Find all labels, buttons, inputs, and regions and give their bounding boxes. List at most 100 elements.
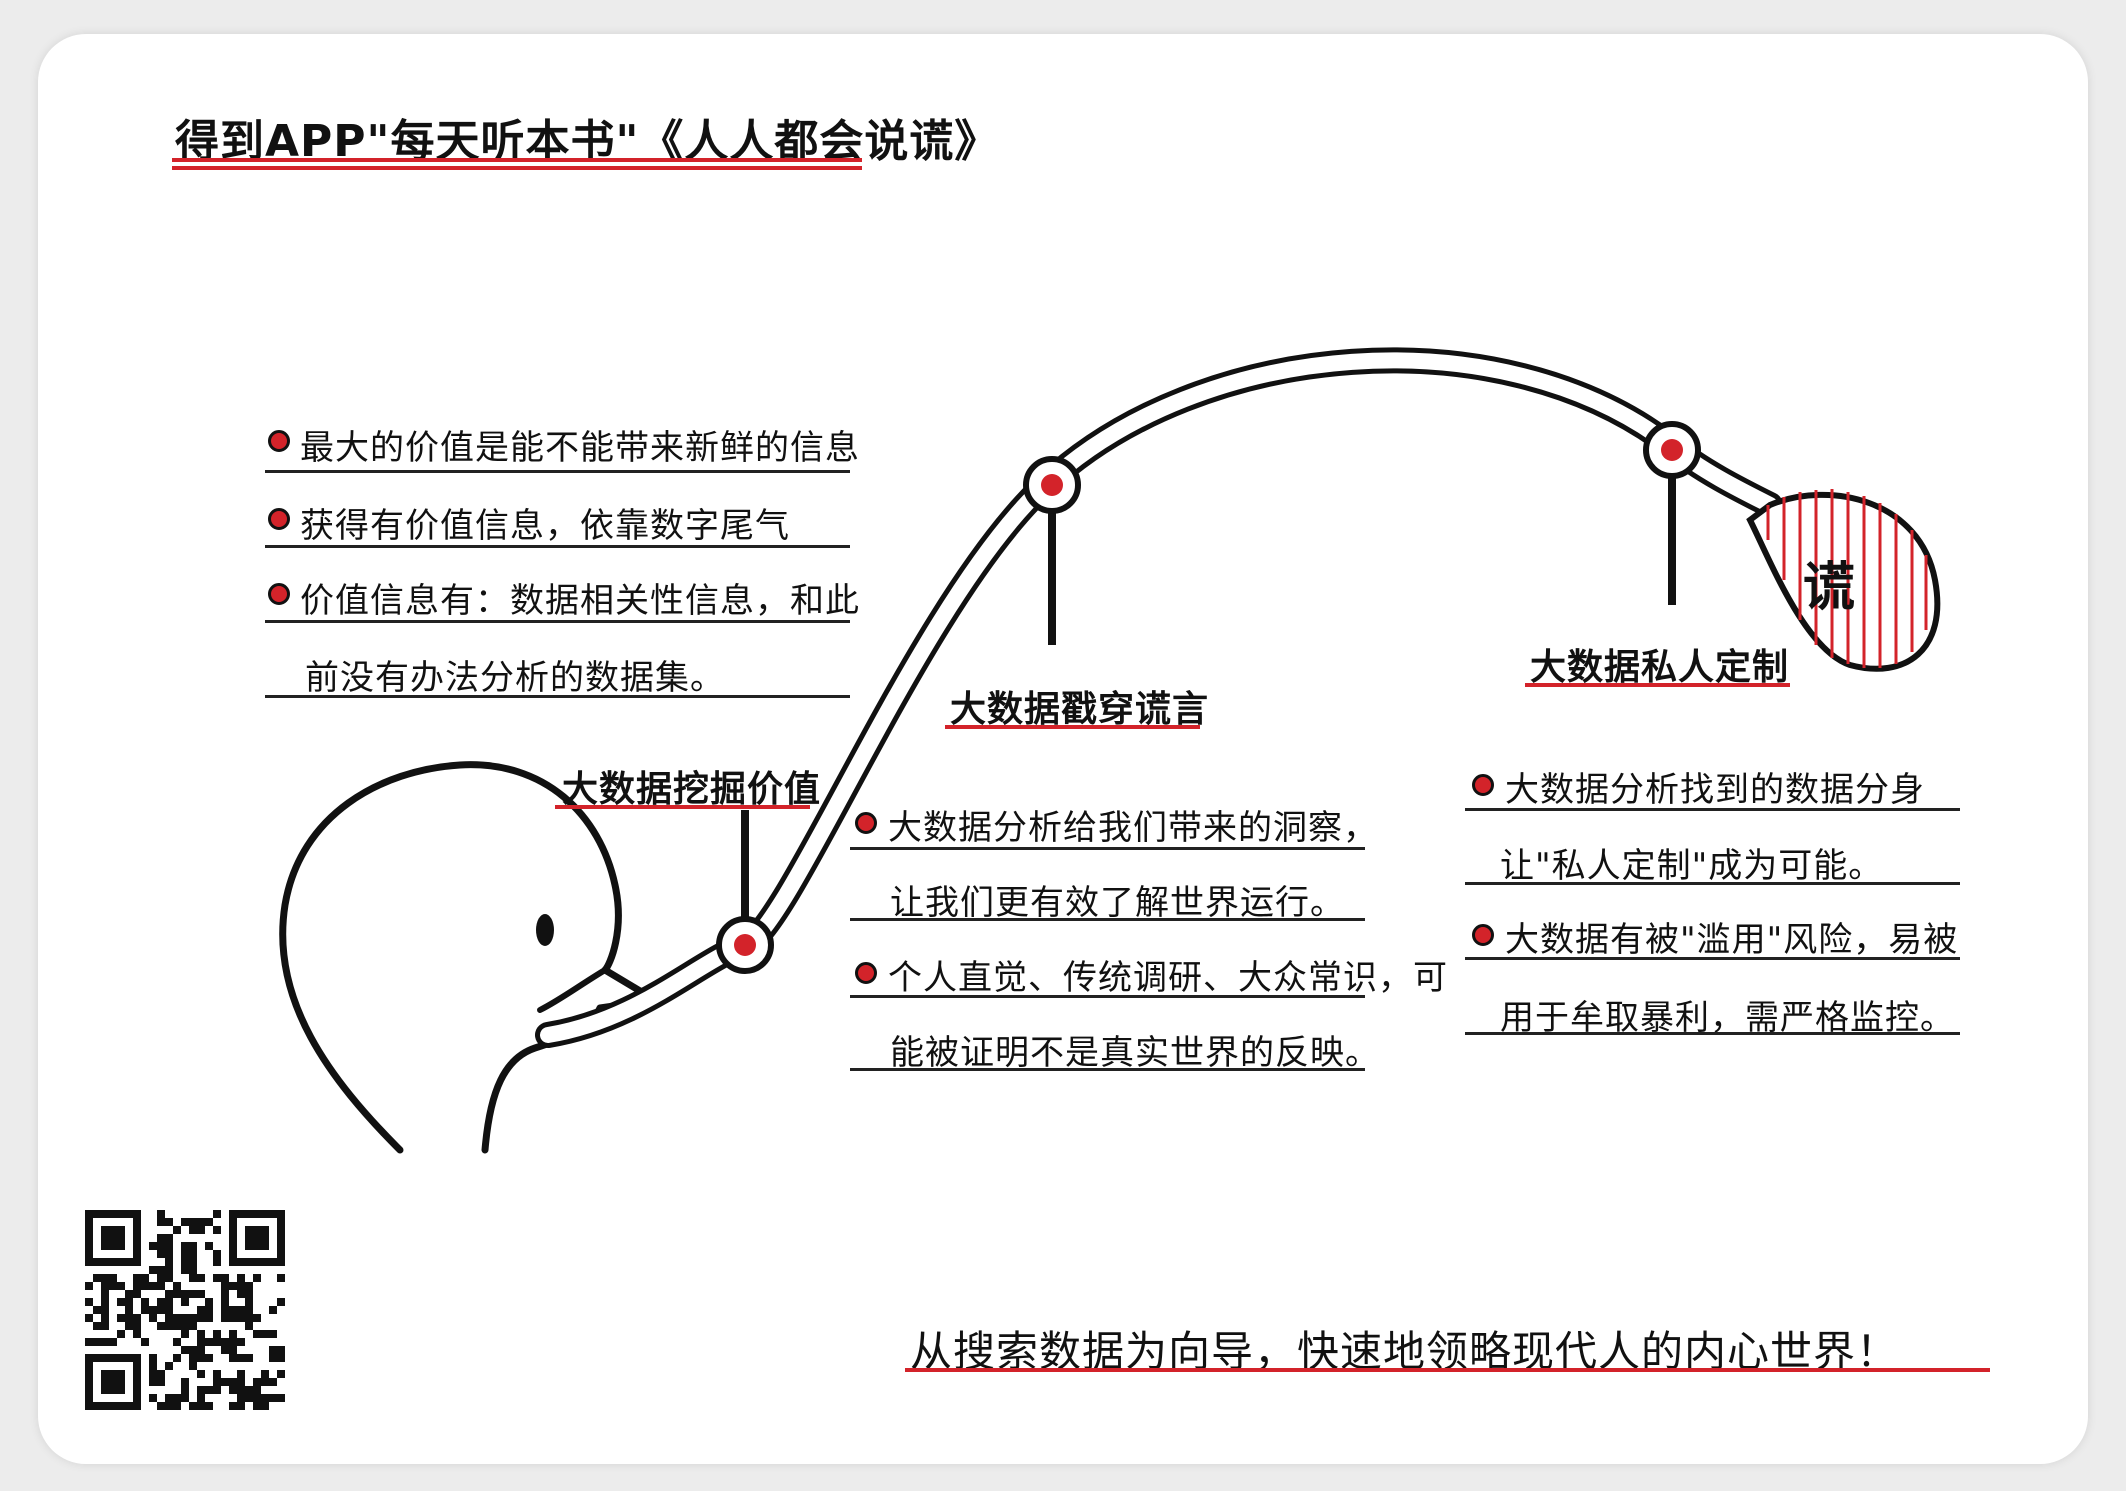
qr-module: [101, 1282, 109, 1290]
qr-module: [109, 1274, 117, 1282]
qr-module: [229, 1378, 237, 1386]
qr-module: [165, 1274, 173, 1282]
qr-module: [117, 1314, 125, 1322]
qr-module: [181, 1394, 189, 1402]
qr-module: [117, 1298, 125, 1306]
qr-module: [165, 1402, 173, 1410]
qr-module: [261, 1394, 269, 1402]
qr-module: [205, 1314, 213, 1322]
qr-module: [149, 1362, 157, 1370]
qr-module: [141, 1274, 149, 1282]
qr-module: [125, 1298, 133, 1306]
qr-module: [277, 1274, 285, 1282]
qr-module: [157, 1306, 165, 1314]
qr-module: [181, 1290, 189, 1298]
qr-module: [93, 1322, 101, 1330]
qr-module: [165, 1306, 173, 1314]
qr-module: [109, 1282, 117, 1290]
qr-module: [165, 1242, 173, 1250]
qr-module: [213, 1370, 221, 1378]
qr-module: [101, 1338, 109, 1346]
person-eye: [536, 914, 554, 946]
qr-module: [173, 1394, 181, 1402]
qr-module: [157, 1298, 165, 1306]
qr-module: [197, 1402, 205, 1410]
slogan-underline: [905, 1368, 1990, 1372]
right-note-rule-3: [1465, 957, 1960, 960]
middle-note-rule-4: [850, 1068, 1365, 1071]
qr-module: [133, 1322, 141, 1330]
left-note-rule-1: [265, 470, 850, 473]
qr-module: [101, 1290, 109, 1298]
qr-module: [173, 1226, 181, 1234]
qr-module: [253, 1394, 261, 1402]
qr-module: [133, 1290, 141, 1298]
right-note-4: 用于牟取暴利，需严格监控。: [1500, 998, 1955, 1038]
qr-module: [85, 1314, 93, 1322]
title-underline-2: [172, 166, 862, 170]
middle-note-1: 大数据分析给我们带来的洞察，: [888, 808, 1378, 848]
qr-module: [157, 1210, 165, 1218]
qr-module: [165, 1218, 173, 1226]
qr-module: [181, 1314, 189, 1322]
qr-module: [149, 1266, 157, 1274]
qr-module: [237, 1282, 245, 1290]
qr-module: [229, 1354, 237, 1362]
qr-module: [85, 1338, 93, 1346]
right-note-rule-2: [1465, 882, 1960, 885]
left-note-rule-3: [265, 620, 850, 623]
qr-module: [181, 1242, 189, 1250]
qr-module: [189, 1250, 197, 1258]
qr-module: [229, 1338, 237, 1346]
qr-module: [189, 1266, 197, 1274]
qr-module: [245, 1306, 253, 1314]
qr-module: [125, 1322, 133, 1330]
qr-module: [221, 1314, 229, 1322]
qr-module: [205, 1218, 213, 1226]
qr-module: [237, 1386, 245, 1394]
qr-module: [213, 1378, 221, 1386]
qr-module: [221, 1274, 229, 1282]
right-note-1: 大数据分析找到的数据分身: [1505, 770, 1925, 810]
qr-module: [93, 1274, 101, 1282]
qr-module: [141, 1298, 149, 1306]
qr-module: [245, 1298, 253, 1306]
qr-module: [165, 1266, 173, 1274]
qr-module: [205, 1242, 213, 1250]
node-exposing: [1023, 456, 1081, 514]
qr-module: [245, 1386, 253, 1394]
qr-module: [173, 1322, 181, 1330]
qr-module: [221, 1306, 229, 1314]
right-note-rule-4: [1465, 1032, 1960, 1035]
qr-module: [213, 1210, 221, 1218]
qr-module: [181, 1322, 189, 1330]
qr-module: [149, 1394, 157, 1402]
qr-module: [181, 1386, 189, 1394]
qr-module: [125, 1290, 133, 1298]
qr-module: [237, 1394, 245, 1402]
qr-module: [173, 1402, 181, 1410]
qr-module: [149, 1354, 157, 1362]
qr-module: [157, 1282, 165, 1290]
middle-note-3: 个人直觉、传统调研、大众常识，可: [888, 958, 1448, 998]
qr-module: [173, 1290, 181, 1298]
qr-module: [205, 1354, 213, 1362]
qr-module: [189, 1226, 197, 1234]
qr-module: [125, 1314, 133, 1322]
qr-module: [205, 1338, 213, 1346]
qr-module: [197, 1370, 205, 1378]
qr-module: [189, 1322, 197, 1330]
label-exposing: 大数据戳穿谎言: [950, 689, 1210, 730]
qr-module: [165, 1250, 173, 1258]
label-exposing-underline: [945, 725, 1200, 729]
qr-module: [157, 1402, 165, 1410]
qr-module: [165, 1314, 173, 1322]
qr-module: [213, 1338, 221, 1346]
qr-module: [277, 1394, 285, 1402]
qr-module: [189, 1314, 197, 1322]
title-underline: [172, 158, 862, 162]
left-note-bullet-3: [268, 583, 290, 605]
qr-module: [213, 1330, 221, 1338]
qr-module: [197, 1274, 205, 1282]
